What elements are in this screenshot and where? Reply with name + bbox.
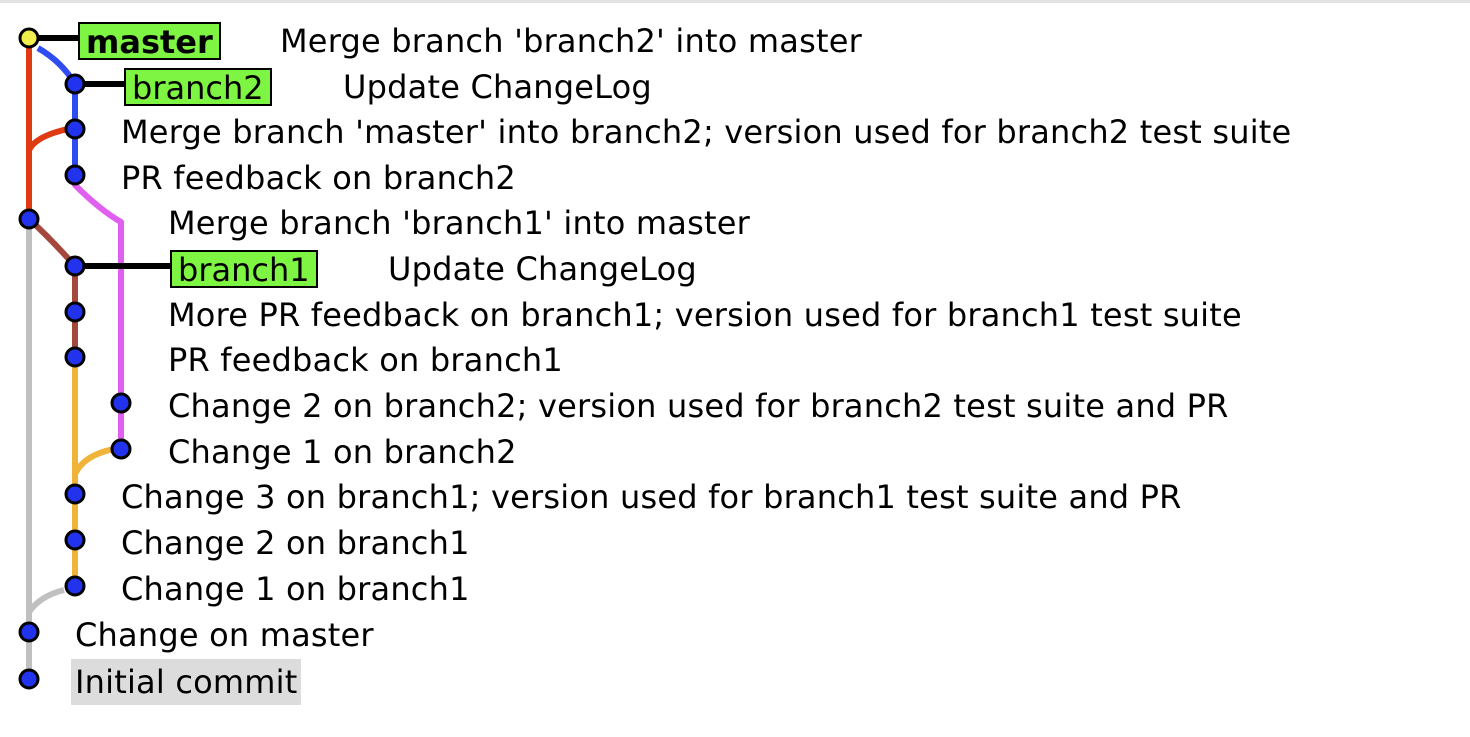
- commit-message: More PR feedback on branch1; version use…: [168, 296, 1242, 334]
- commit-message: Change 1 on branch1: [121, 570, 470, 608]
- ref-label-master[interactable]: master: [78, 22, 221, 60]
- commit-message: Change 2 on branch2; version used for br…: [168, 387, 1229, 425]
- commit-row[interactable]: Change 2 on branch1: [0, 520, 1470, 566]
- commit-row[interactable]: Change 2 on branch2; version used for br…: [0, 383, 1470, 429]
- commit-message: Change 1 on branch2: [168, 433, 517, 471]
- commit-row[interactable]: branch1 Update ChangeLog: [0, 246, 1470, 292]
- top-border: [0, 0, 1470, 3]
- commit-message: Change on master: [75, 616, 374, 654]
- commit-row[interactable]: Change 3 on branch1; version used for br…: [0, 474, 1470, 520]
- commit-row[interactable]: Merge branch 'master' into branch2; vers…: [0, 109, 1470, 155]
- commit-row[interactable]: Merge branch 'branch1' into master: [0, 200, 1470, 246]
- commit-message: Merge branch 'branch2' into master: [280, 22, 862, 60]
- ref-label-branch2[interactable]: branch2: [124, 68, 272, 106]
- commit-row[interactable]: Change 1 on branch1: [0, 566, 1470, 612]
- commit-message: Change 3 on branch1; version used for br…: [121, 478, 1182, 516]
- commit-message: Update ChangeLog: [388, 250, 697, 288]
- commit-row[interactable]: More PR feedback on branch1; version use…: [0, 292, 1470, 338]
- commit-message: Initial commit: [71, 659, 302, 705]
- commit-row[interactable]: Change on master: [0, 612, 1470, 658]
- commit-message: PR feedback on branch1: [168, 341, 563, 379]
- commit-row[interactable]: Change 1 on branch2: [0, 429, 1470, 475]
- commit-row[interactable]: master Merge branch 'branch2' into maste…: [0, 18, 1470, 64]
- commit-row[interactable]: branch2 Update ChangeLog: [0, 64, 1470, 110]
- ref-label-branch1[interactable]: branch1: [170, 250, 318, 288]
- commit-message: Merge branch 'branch1' into master: [168, 204, 750, 242]
- commit-message: PR feedback on branch2: [121, 159, 516, 197]
- commit-message: Change 2 on branch1: [121, 524, 470, 562]
- commit-message: Update ChangeLog: [343, 68, 652, 106]
- commit-message: Merge branch 'master' into branch2; vers…: [121, 113, 1292, 151]
- commit-row[interactable]: PR feedback on branch1: [0, 337, 1470, 383]
- commit-row-selected[interactable]: Initial commit: [0, 659, 1470, 705]
- commit-row[interactable]: PR feedback on branch2: [0, 155, 1470, 201]
